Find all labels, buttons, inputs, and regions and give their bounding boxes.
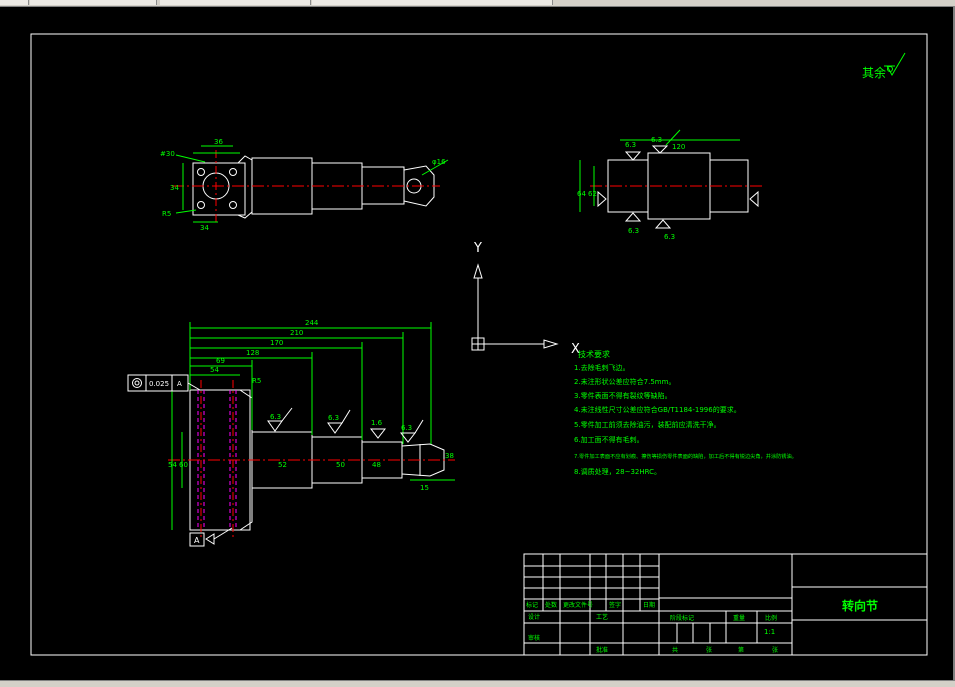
dim-diameter: 54 (168, 461, 177, 469)
tolerance-frame (127, 374, 201, 392)
part-name: 转向节 (842, 598, 878, 613)
model-space[interactable]: 其余 #30 36 3 (0, 7, 955, 680)
tech-notes-title: 技术要求 (578, 349, 610, 359)
roughness-label: 6.3 (664, 233, 675, 241)
main-view: 244 210 170 128 69 54 0.025 A A (127, 319, 455, 547)
tech-note-line: 2.未注形状公差应符合7.5mm。 (574, 377, 675, 386)
datum-label: A (194, 536, 200, 545)
top-right-view: 6.3 120 6.3 6.3 6.3 64 62 (577, 129, 765, 241)
title-row-label: 批准 (596, 646, 608, 654)
toolbar-dropdown-style[interactable] (312, 0, 553, 5)
title-bottom-label: 共 (672, 646, 678, 654)
roughness-label: 6.3 (625, 141, 636, 149)
surface-note: 其余 (862, 65, 886, 80)
title-block (523, 553, 928, 656)
dim-end-length: 15 (420, 484, 429, 492)
tolerance-value: 0.025 (149, 380, 169, 388)
dim-diameter: 48 (372, 461, 381, 469)
tech-note-line: 4.未注线性尺寸公差应符合GB/T1184-1996的要求。 (574, 405, 741, 414)
dim-diameter: 38 (445, 452, 454, 460)
drawing-frame (30, 33, 928, 656)
dim-length-4: 128 (246, 349, 259, 357)
roughness-label: 6.3 (401, 424, 412, 432)
title-row-label: 设计 (528, 613, 540, 621)
roughness-symbol (884, 52, 906, 77)
ucs-icon: Y X (471, 241, 580, 357)
dim-hole: #30 (160, 150, 175, 158)
dim-diameter: 50 (336, 461, 345, 469)
title-stage-label: 比例 (765, 614, 777, 622)
datum-symbol (189, 527, 233, 547)
title-header: 日期 (643, 601, 655, 609)
title-row-label: 审核 (528, 634, 540, 642)
dim-length-5: 69 (216, 357, 225, 365)
dim-fillet: R5 (252, 377, 261, 385)
dim-bottom: 34 (200, 224, 209, 232)
roughness-label: 6.3 (270, 413, 281, 421)
ucs-x-label: X (571, 342, 580, 357)
title-header: 更改文件号 (563, 601, 593, 609)
title-bottom-label: 张 (706, 646, 712, 654)
tech-note-line: 1.去除毛刺飞边。 (574, 363, 630, 372)
dim-diameter: 60 (179, 461, 188, 469)
roughness-label: 6.3 (628, 227, 639, 235)
title-header: 签字 (609, 601, 621, 609)
vertical-scrollbar[interactable] (953, 7, 955, 680)
dim-inner: 62 (588, 190, 597, 198)
scale-value: 1:1 (764, 628, 775, 636)
toolbar-button-layers[interactable] (0, 0, 29, 5)
top-left-view: #30 36 34 34 R5 φ16 (160, 138, 449, 232)
dim-length-2: 210 (290, 329, 303, 337)
toolbar-button-group[interactable] (160, 0, 311, 5)
dim-total-length: 244 (305, 319, 319, 327)
title-bottom-label: 张 (772, 646, 778, 654)
title-stage-label: 重量 (733, 614, 745, 622)
tech-note-line: 7.零件加工表面不应有划痕、擦伤等损伤零件表面的缺陷，加工后不得有锐边尖角，并涂… (574, 452, 797, 460)
roughness-label: 1.6 (371, 419, 383, 427)
dim-length-6: 54 (210, 366, 219, 374)
roughness-label: 6.3 (328, 414, 339, 422)
dim-outer: 64 (577, 190, 586, 198)
tech-notes: 技术要求 1.去除毛刺飞边。 2.未注形状公差应符合7.5mm。 3.零件表面不… (574, 349, 797, 476)
title-row-label: 工艺 (596, 613, 608, 621)
tech-note-line: 6.加工面不得有毛刺。 (574, 435, 644, 444)
drawing-canvas[interactable]: 其余 #30 36 3 (0, 7, 955, 680)
roughness-label: 6.3 (651, 136, 662, 144)
toolbar-dropdown-layer[interactable] (30, 0, 157, 5)
dim-end-dia: φ16 (432, 158, 446, 166)
tech-note-line: 8.调质处理，28~32HRC。 (574, 467, 661, 476)
tech-note-line: 5.零件加工前须去除油污，装配前应清洗干净。 (574, 420, 721, 429)
dim-height: 34 (170, 184, 179, 192)
title-header: 标记 (526, 601, 538, 609)
dim-radius: R5 (162, 210, 171, 218)
toolbar-strip (0, 0, 955, 7)
ucs-y-label: Y (473, 241, 482, 256)
title-bottom-label: 第 (738, 646, 744, 654)
dim-length: 120 (672, 143, 685, 151)
dim-length-3: 170 (270, 339, 283, 347)
title-stage-label: 阶段标记 (670, 614, 694, 622)
dim-diameter: 52 (278, 461, 287, 469)
flange-outline (192, 162, 246, 216)
status-edge (0, 680, 955, 687)
dim-width: 36 (214, 138, 223, 146)
title-header: 处数 (545, 601, 557, 609)
tech-note-line: 3.零件表面不得有裂纹等缺陷。 (574, 391, 672, 400)
tolerance-datum: A (177, 380, 182, 388)
